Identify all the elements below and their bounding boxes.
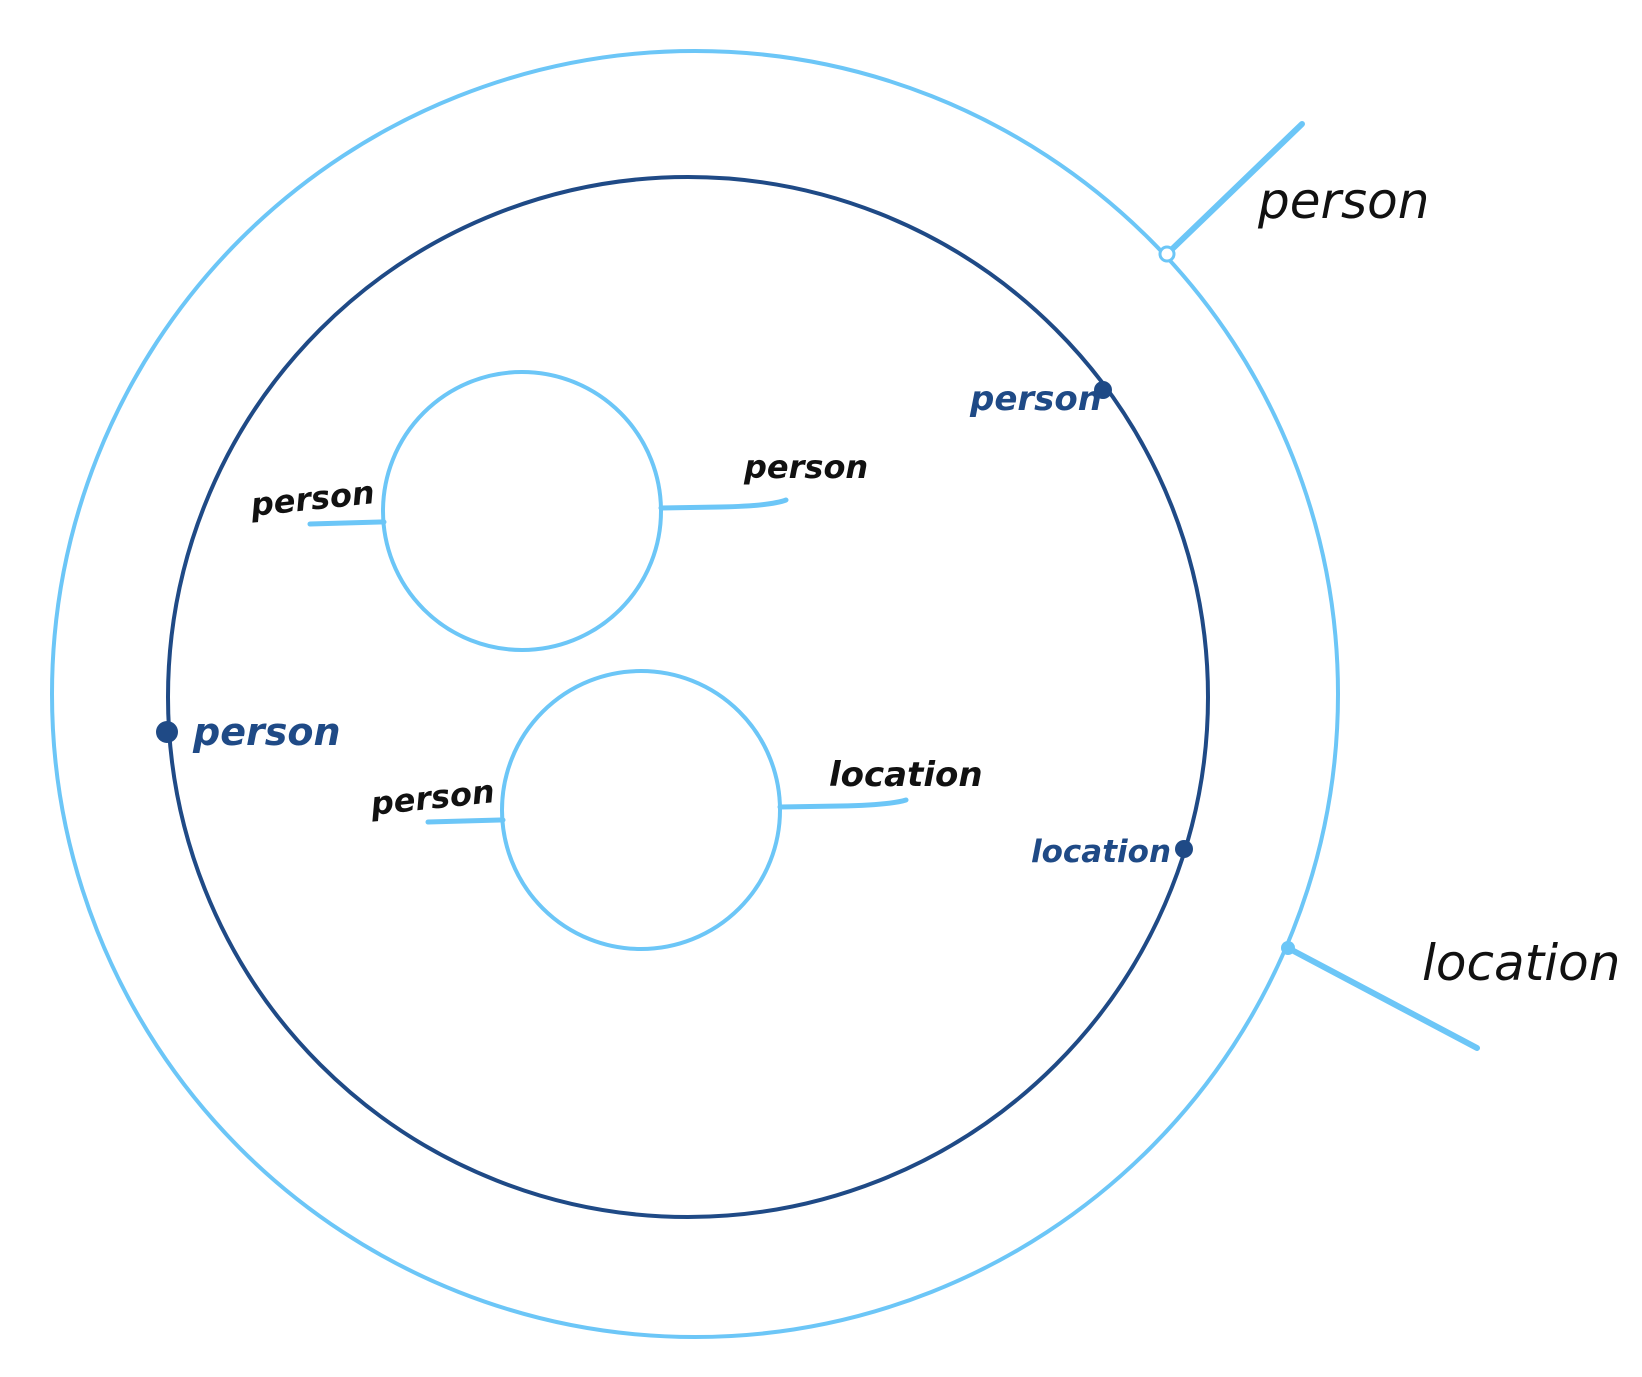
inner-bottom-port-right: location bbox=[777, 755, 983, 810]
inner-top-port-right-label: person bbox=[743, 448, 868, 486]
middle-circle bbox=[166, 175, 1210, 1219]
outer-port-person: person bbox=[1158, 121, 1429, 263]
outer-port-person-line bbox=[1164, 121, 1305, 257]
inner-bottom-port-right-line bbox=[777, 797, 909, 810]
middle-port-person-left-dot bbox=[156, 721, 178, 743]
inner-top-port-left-label: person bbox=[248, 473, 376, 524]
middle-port-person-top-label: person bbox=[969, 379, 1102, 419]
outer-port-location-line bbox=[1285, 945, 1480, 1051]
middle-port-location-label: location bbox=[1031, 834, 1171, 870]
outer-port-person-label: person bbox=[1257, 172, 1429, 230]
middle-port-person-top-dot bbox=[1094, 381, 1112, 399]
outer-port-location-dot bbox=[1281, 941, 1295, 955]
outer-port-location-label: location bbox=[1422, 934, 1620, 992]
outer-port-person-dot bbox=[1158, 245, 1176, 263]
inner-circle-top bbox=[381, 370, 663, 652]
inner-top-port-left: person bbox=[248, 473, 387, 527]
outer-circle bbox=[50, 49, 1340, 1339]
inner-bottom-port-left-line bbox=[425, 817, 506, 825]
inner-top-port-left-line bbox=[307, 519, 387, 527]
middle-port-person-left: person bbox=[156, 710, 341, 754]
inner-top-port-right: person bbox=[658, 448, 868, 511]
middle-port-person-left-label: person bbox=[192, 710, 341, 754]
inner-bottom-port-right-label: location bbox=[829, 755, 983, 795]
inner-bottom-port-left-label: person bbox=[368, 772, 496, 823]
inner-top-port-right-line bbox=[658, 497, 789, 511]
inner-bottom-port-left: person bbox=[368, 772, 506, 825]
outer-port-location: location bbox=[1281, 934, 1620, 1051]
middle-port-location-dot bbox=[1175, 840, 1193, 858]
middle-port-person-top: person bbox=[969, 379, 1112, 419]
inner-circle-bottom bbox=[500, 669, 782, 951]
middle-port-location: location bbox=[1031, 834, 1193, 870]
